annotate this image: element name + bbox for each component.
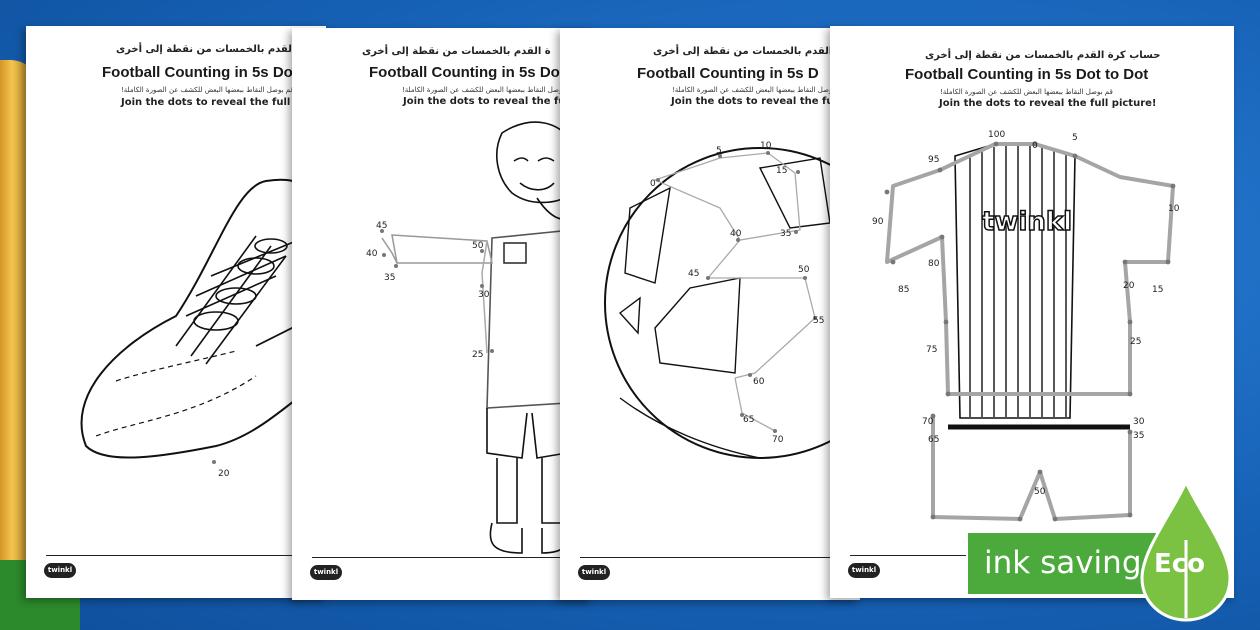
ink-saving-text: ink saving bbox=[984, 545, 1142, 581]
worksheet-kit[interactable]: حساب كرة القدم بالخمسات من نقطة إلى أخرى… bbox=[830, 26, 1234, 598]
dot-label: 65 bbox=[743, 415, 754, 425]
dot-label: 20 bbox=[1123, 281, 1135, 291]
worksheet-boy[interactable]: ة القدم بالخمسات من نقطة إلى أخرى Footba… bbox=[292, 28, 592, 600]
kit-brand: twinkl bbox=[982, 207, 1072, 237]
worksheet-instruction: Join the dots to reveal the full pi bbox=[671, 96, 855, 107]
arabic-instruction: وصل النقاط ببعضها البعض للكشف عن الصورة … bbox=[402, 86, 563, 94]
dot-label: 40 bbox=[730, 229, 742, 239]
twinkl-logo: twinkl bbox=[44, 563, 76, 578]
dot-label: 75 bbox=[926, 345, 937, 355]
dot-label: 40 bbox=[366, 249, 378, 259]
eco-drop-icon: Eco bbox=[1140, 480, 1232, 622]
arabic-instruction: قم بوصل النقاط ببعضها البعض للكشف عن الص… bbox=[121, 86, 294, 94]
dot-label: 35 bbox=[1133, 431, 1144, 441]
dot-label: 50 bbox=[1034, 487, 1046, 497]
dot-label: 35 bbox=[384, 273, 395, 283]
arabic-instruction: وصل النقاط ببعضها البعض للكشف عن الصورة … bbox=[672, 86, 833, 94]
dot-label: 10 bbox=[760, 141, 772, 151]
worksheet-title: Football Counting in 5s Dot to Dot bbox=[905, 66, 1149, 83]
dot-label: 70 bbox=[772, 435, 784, 445]
worksheet-instruction: Join the dots to reveal the full pi bbox=[403, 96, 587, 107]
footer-line bbox=[312, 557, 572, 558]
dot-label: 80 bbox=[928, 259, 940, 269]
worksheet-title: Football Counting in 5s D bbox=[637, 65, 819, 82]
twinkl-logo: twinkl bbox=[578, 565, 610, 580]
footer-line bbox=[580, 557, 840, 558]
arabic-title: حساب كرة القدم بالخمسات من نقطة إلى أخرى bbox=[116, 44, 326, 55]
worksheet-ball[interactable]: ة القدم بالخمسات من نقطة إلى أخرى Footba… bbox=[560, 28, 860, 600]
worksheet-boot[interactable]: حساب كرة القدم بالخمسات من نقطة إلى أخرى… bbox=[26, 26, 326, 598]
dot-label: 55 bbox=[813, 316, 824, 326]
ink-saving-badge: ink saving bbox=[966, 531, 1166, 596]
kit-drawing: twinkl 100 0 5 95 10 90 80 85 20 15 75 2… bbox=[872, 130, 1180, 542]
twinkl-logo: twinkl bbox=[848, 563, 880, 578]
dot-label: 20 bbox=[218, 469, 230, 479]
dot-label: 50 bbox=[798, 265, 810, 275]
worksheet-instruction: Join the dots to reveal the full picture… bbox=[939, 98, 1157, 109]
dot-label: 50 bbox=[472, 241, 484, 251]
arabic-title: ة القدم بالخمسات من نقطة إلى أخرى bbox=[362, 46, 551, 57]
ball-drawing: 0 5 10 15 40 35 45 50 55 60 65 70 bbox=[604, 141, 860, 459]
dot-label: 5 bbox=[1072, 133, 1078, 143]
dot-label: 15 bbox=[1152, 285, 1163, 295]
dot-label: 35 bbox=[780, 229, 791, 239]
dot-label: 45 bbox=[376, 221, 387, 231]
dot-label: 0 bbox=[1032, 141, 1038, 151]
dot-label: 15 bbox=[776, 166, 787, 176]
dot-label: 90 bbox=[872, 217, 884, 227]
boy-drawing: 45 40 35 50 30 25 bbox=[366, 121, 578, 554]
twinkl-logo: twinkl bbox=[310, 565, 342, 580]
arabic-title: حساب كرة القدم بالخمسات من نقطة إلى أخرى bbox=[925, 50, 1161, 61]
worksheet-instruction: Join the dots to reveal the full picture… bbox=[121, 97, 326, 108]
footer-line bbox=[46, 555, 306, 556]
dot-label: 60 bbox=[753, 377, 765, 387]
eco-label: Eco bbox=[1154, 549, 1205, 579]
dot-label: 30 bbox=[478, 290, 490, 300]
dot-label: 45 bbox=[688, 269, 699, 279]
dot-label: 30 bbox=[1133, 417, 1145, 427]
arabic-title: ة القدم بالخمسات من نقطة إلى أخرى bbox=[653, 46, 842, 57]
worksheet-title: Football Counting in 5s Do bbox=[102, 64, 293, 81]
dot-label: 85 bbox=[898, 285, 909, 295]
boot-drawing: 20 bbox=[80, 178, 326, 479]
dot-label: 25 bbox=[1130, 337, 1141, 347]
worksheet-title: Football Counting in 5s Do bbox=[369, 64, 560, 81]
dot-label: 25 bbox=[472, 350, 483, 360]
dot-label: 95 bbox=[928, 155, 939, 165]
dot-label: 10 bbox=[1168, 204, 1180, 214]
dot-label: 5 bbox=[716, 146, 722, 156]
dot-label: 100 bbox=[988, 130, 1005, 140]
arabic-instruction: قم بوصل النقاط ببعضها البعض للكشف عن الص… bbox=[940, 88, 1113, 96]
dot-label: 70 bbox=[922, 417, 934, 427]
dot-label: 65 bbox=[928, 435, 939, 445]
dot-label: 0 bbox=[650, 179, 656, 189]
